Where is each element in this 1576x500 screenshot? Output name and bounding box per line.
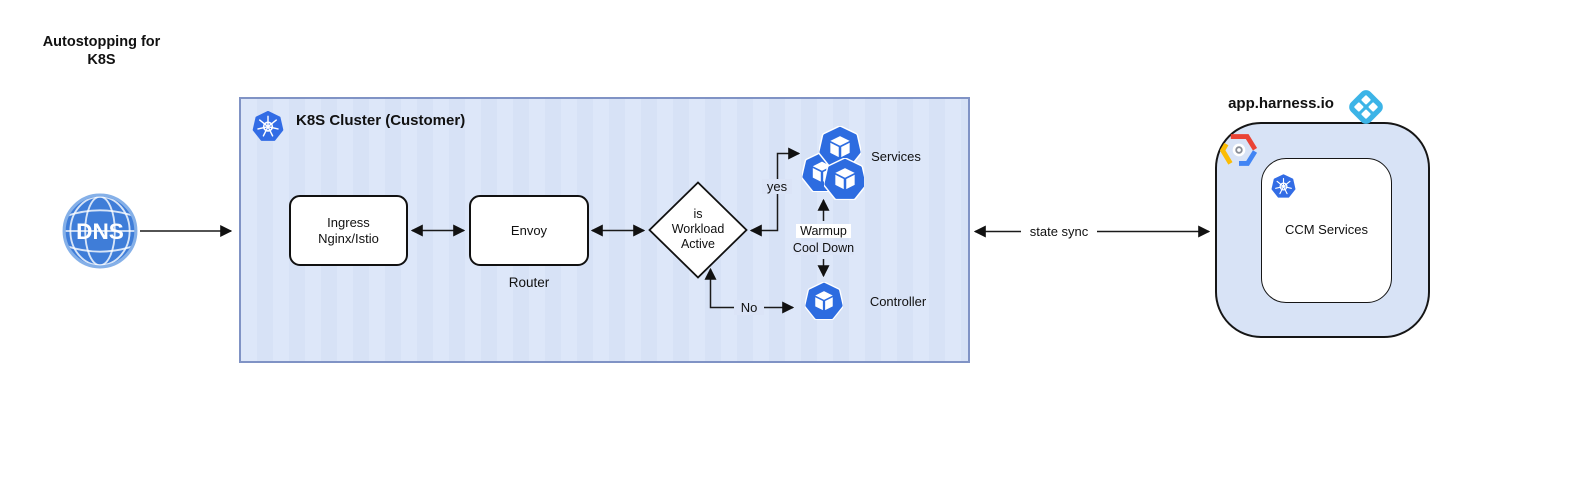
google-cloud-icon bbox=[1220, 134, 1258, 166]
services-label: Services bbox=[871, 149, 921, 164]
envoy-node: Envoy bbox=[469, 195, 589, 266]
harness-logo-icon bbox=[1349, 90, 1383, 124]
controller-label: Controller bbox=[869, 294, 927, 309]
no-label: No bbox=[734, 300, 764, 315]
dns-globe-icon: DNS bbox=[62, 193, 138, 269]
decision-label: is Workload Active bbox=[671, 207, 725, 251]
cluster-title: K8S Cluster (Customer) bbox=[296, 112, 466, 129]
harness-title: app.harness.io bbox=[1228, 95, 1334, 112]
router-label: Router bbox=[508, 275, 550, 290]
ingress-node: Ingress Nginx/Istio bbox=[289, 195, 408, 266]
services-pods-icon bbox=[798, 126, 864, 200]
state-sync-label: state sync bbox=[1021, 224, 1097, 239]
warmup-label: Warmup bbox=[796, 224, 851, 238]
decision-diamond bbox=[648, 181, 748, 279]
controller-pod-icon bbox=[805, 281, 843, 321]
ccm-services-label: CCM Services bbox=[1284, 222, 1369, 237]
dns-label: DNS bbox=[76, 219, 124, 244]
kubernetes-icon-small bbox=[1271, 173, 1296, 199]
yes-label: yes bbox=[762, 179, 792, 194]
warmup-cooldown-label: Warmup Cool Down bbox=[779, 223, 868, 257]
cooldown-label: Cool Down bbox=[792, 241, 855, 255]
diagram-title: Autostopping for K8S bbox=[42, 34, 161, 68]
kubernetes-icon bbox=[252, 109, 284, 143]
